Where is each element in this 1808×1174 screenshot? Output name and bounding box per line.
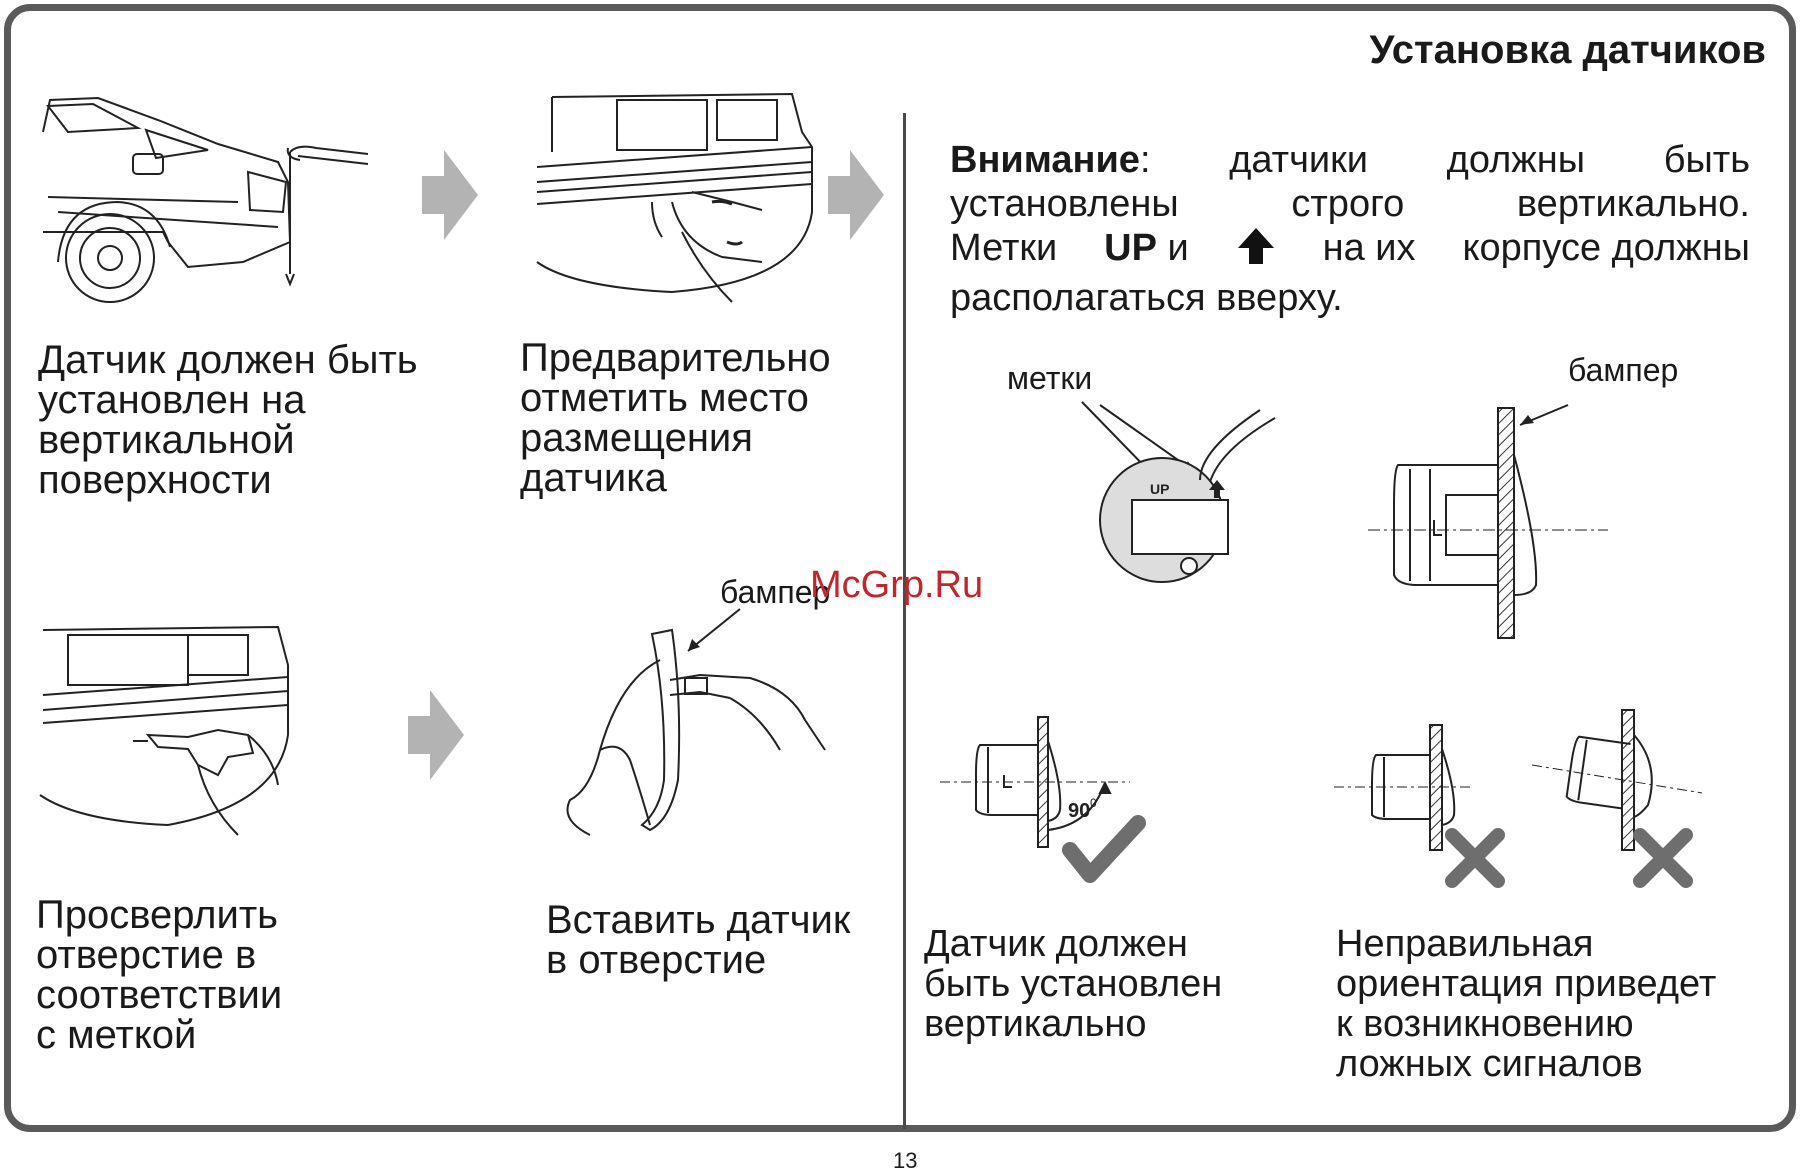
up-arrow-small-icon [1209, 480, 1225, 498]
marks-label: метки [1007, 360, 1093, 396]
attention-line-1: Внимание: датчики должны быть [950, 138, 1750, 182]
attention-line-3: Метки UP и на их корпусе должны [950, 226, 1750, 276]
wrong-caption: Неправильная ориентация приведет к возни… [1336, 923, 1717, 1085]
car-side-illustration [42, 96, 369, 303]
correct-caption: Датчик должен быть установлен вертикальн… [924, 923, 1223, 1045]
step-2-caption: Предварительно отметить место размещения… [520, 336, 831, 500]
attention-word: датчики [1229, 139, 1368, 181]
attention-word: установлены [950, 183, 1179, 225]
sensor-side-view [1368, 404, 1608, 639]
check-icon [1062, 815, 1146, 883]
page-frame [4, 4, 1796, 1132]
angle-degree: 0 [1090, 796, 1097, 810]
attention-word: располагаться вверху. [950, 277, 1343, 319]
attention-line-2: установлены строго вертикально. [950, 182, 1750, 226]
attention-word: строго [1291, 183, 1405, 225]
column-divider [903, 113, 906, 1129]
page-title: Установка датчиков [1369, 28, 1766, 72]
wrong-orientation-illustration-2 [1531, 709, 1703, 888]
attention-word: и [1167, 227, 1189, 269]
page-number: 13 [893, 1148, 918, 1173]
step-3-caption: Просверлить отверстие в соответствии с м… [36, 893, 283, 1057]
attention-line-4: располагаться вверху. [950, 276, 1750, 320]
attention-word: Метки [950, 227, 1058, 269]
bumper-label-right: бампер [1568, 352, 1679, 388]
next-step-arrow-2 [828, 150, 884, 240]
bumper-label-left: бампер [720, 574, 831, 610]
attention-word: корпусе должны [1462, 227, 1750, 269]
step-1-caption: Датчик должен быть установлен на вертика… [38, 338, 418, 502]
attention-word: на их [1322, 227, 1416, 269]
attention-word: должны [1446, 139, 1586, 181]
correct-orientation-illustration: 90 0 [940, 716, 1146, 883]
angle-label: 90 [1068, 800, 1090, 822]
up-mark-text: UP [1104, 227, 1157, 269]
insertion-illustration [566, 628, 826, 836]
watermark: McGrp.Ru [810, 564, 984, 606]
step-4-caption: Вставить датчик в отверстие [546, 898, 851, 982]
wrong-orientation-illustration-1 [1334, 724, 1505, 888]
attention-word: вертикально. [1516, 183, 1750, 225]
attention-word: быть [1663, 139, 1750, 181]
attention-label: Внимание [950, 139, 1140, 181]
bumper-pointer-arrow-left [687, 608, 741, 652]
bumper-marking-illustration [536, 92, 813, 303]
attention-colon: : [1139, 139, 1151, 181]
drilling-illustration [39, 625, 289, 836]
next-step-arrow-3 [408, 690, 464, 780]
attention-note: Внимание: датчики должны быть установлен… [950, 138, 1750, 320]
next-step-arrow [422, 150, 478, 240]
sensor-front-view: UP [1081, 401, 1276, 583]
cross-icon [1445, 828, 1505, 888]
cross-icon-2 [1633, 828, 1693, 888]
up-arrow-icon [1236, 226, 1276, 276]
up-badge: UP [1150, 481, 1169, 497]
